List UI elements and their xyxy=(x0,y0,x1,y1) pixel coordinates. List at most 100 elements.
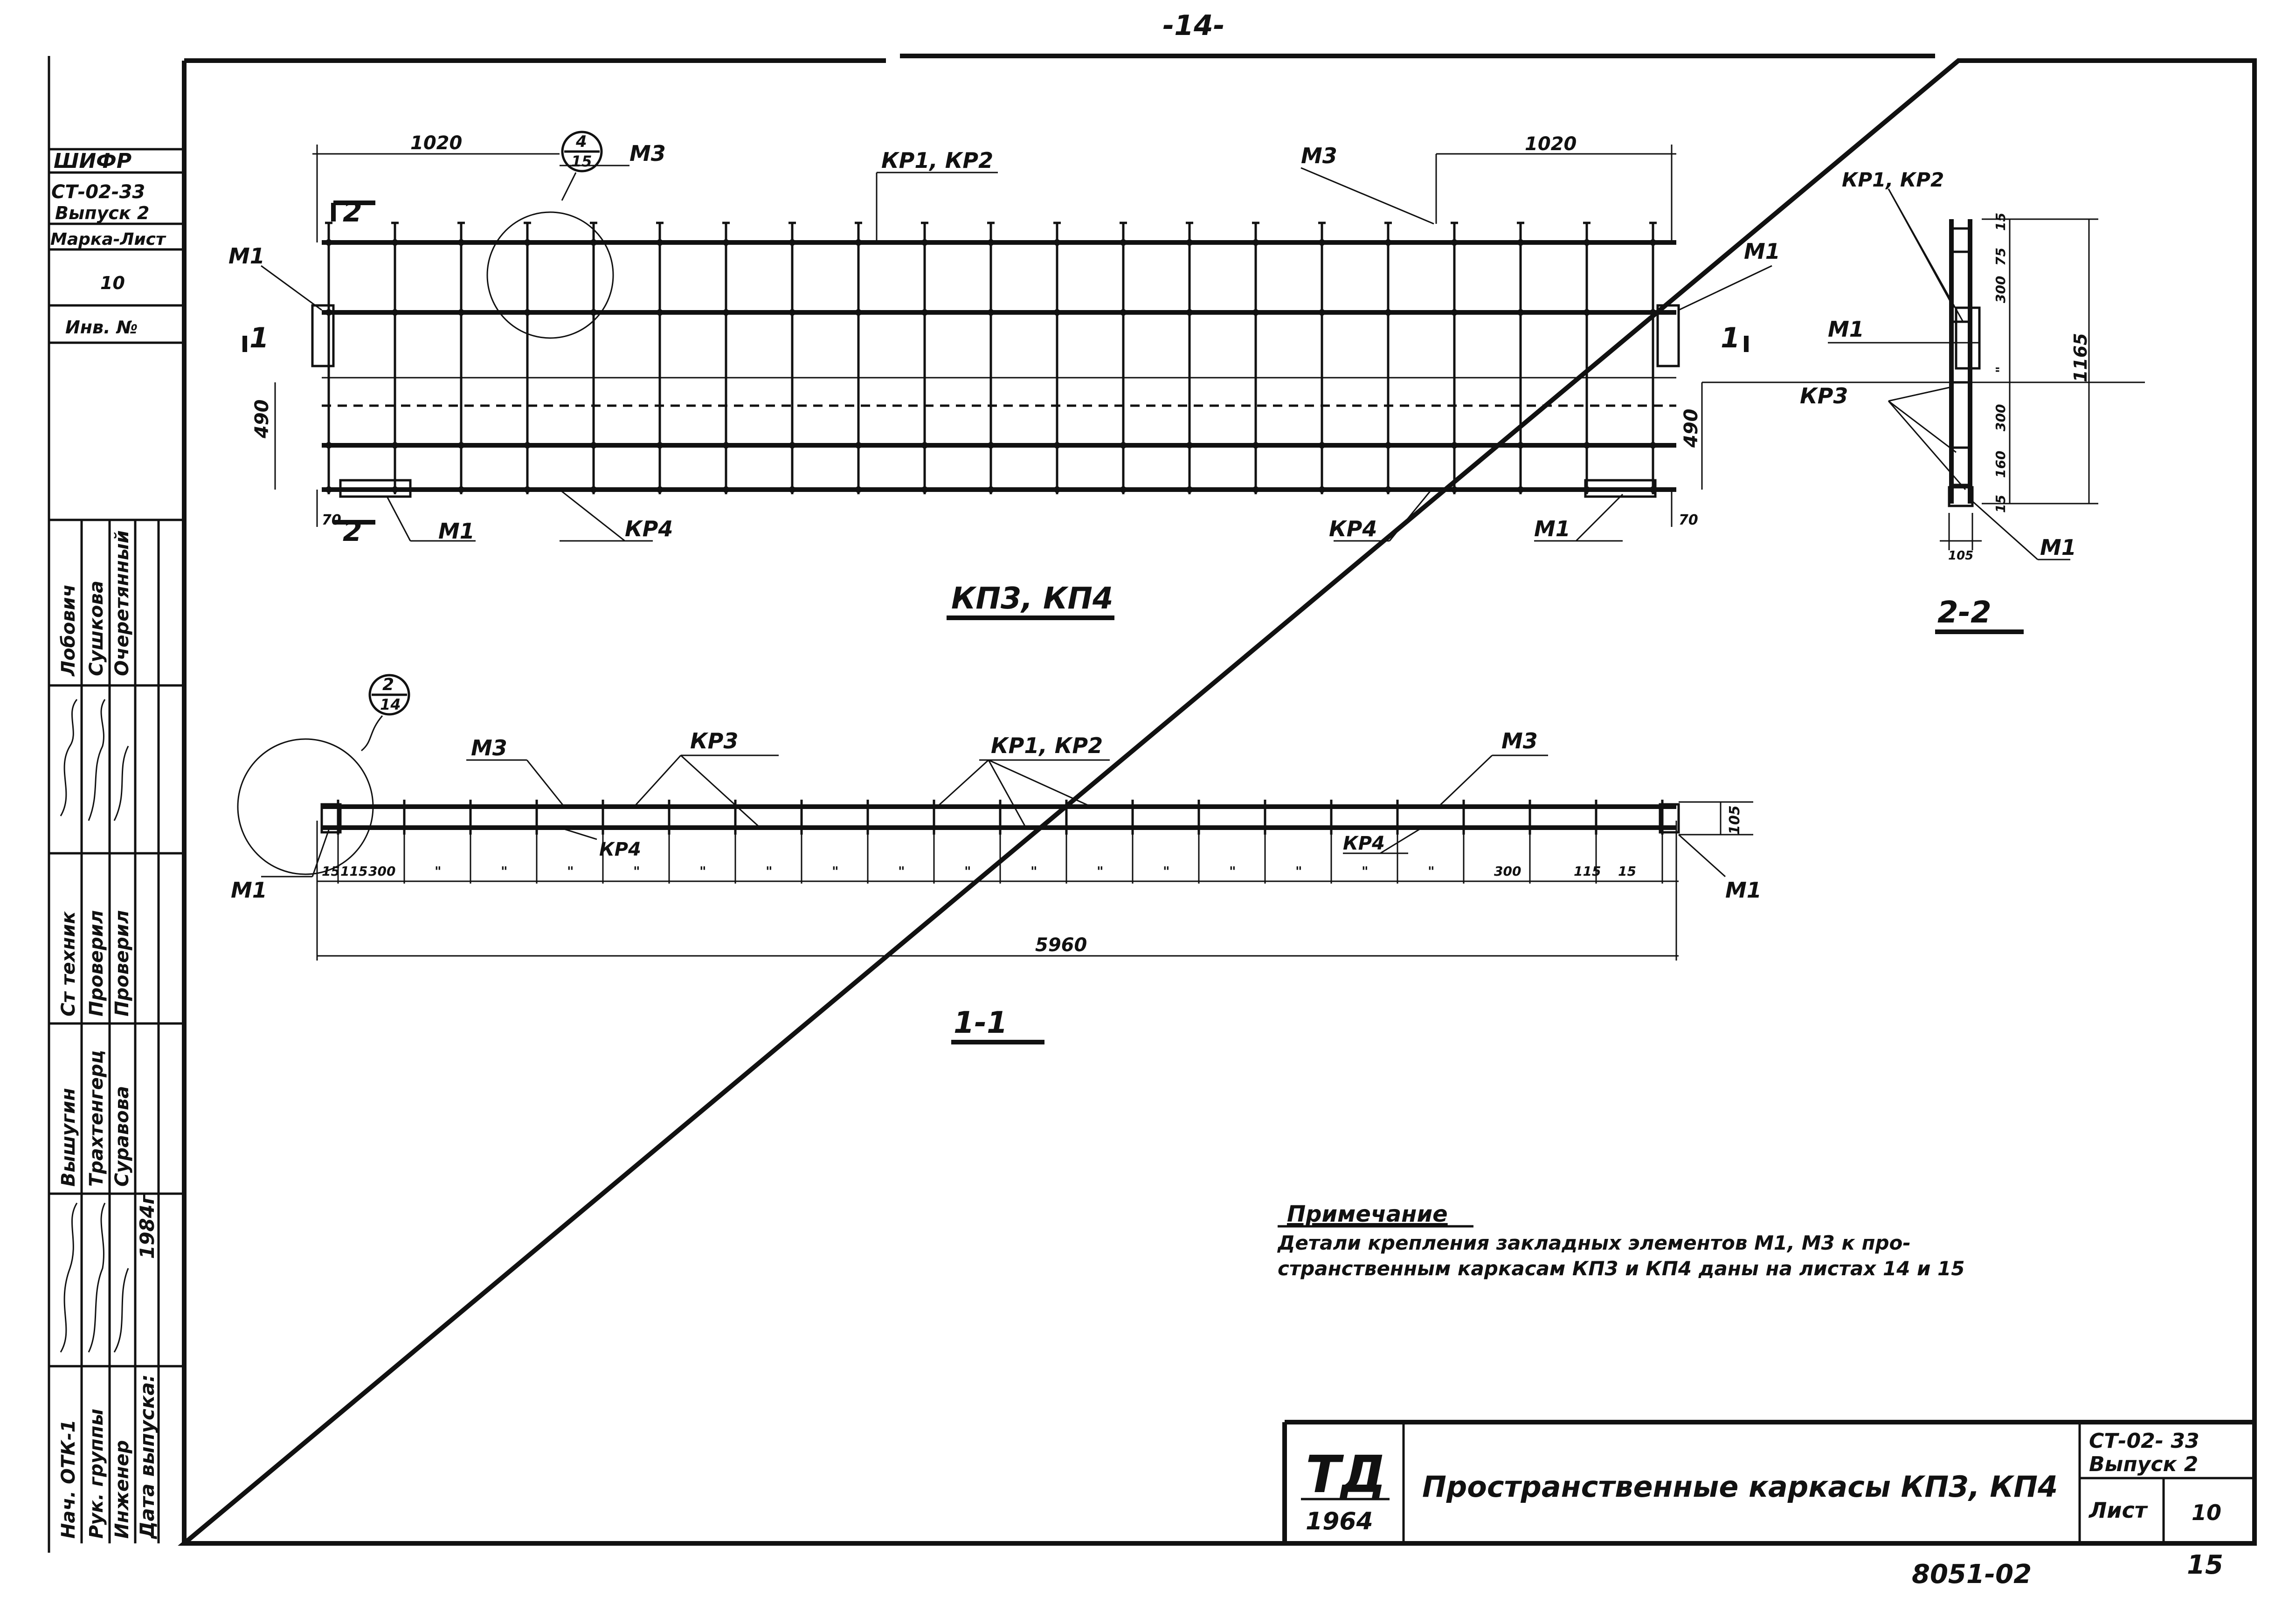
sec11-spacing-dim: 15 xyxy=(1618,864,1636,879)
plan-bar-dot xyxy=(1517,442,1524,449)
sec22-label-m1-bottom: М1 xyxy=(2040,535,2076,560)
plan-label-m1-bottom-right: М1 xyxy=(1534,516,1570,541)
sec22-title: 2-2 xyxy=(1937,595,1992,630)
signature-upper xyxy=(60,699,129,821)
plan-bar-dot xyxy=(524,239,531,246)
plan-bar-dot xyxy=(789,442,795,449)
plan-bar-dot xyxy=(1120,442,1127,449)
sec11-callout-bottom: 14 xyxy=(380,696,401,713)
title-block-code: СТ-02- 33 xyxy=(2089,1429,2199,1453)
plan-bar-dot xyxy=(1451,442,1458,449)
stamp-upper-role-1: Ст техник xyxy=(58,911,79,1016)
plan-bar-dot xyxy=(590,486,597,493)
plan-bar-dot xyxy=(657,309,663,316)
sec22-stack-dim: 300 xyxy=(1993,276,2008,303)
plan-dim-right-bottom: 70 xyxy=(1679,512,1698,528)
sec11-spacing-dim: 115 xyxy=(1574,864,1601,879)
plan-bar-dot xyxy=(1517,239,1524,246)
plan-bar-dot xyxy=(1186,442,1193,449)
plan-bar-dot xyxy=(590,239,597,246)
sec11-label-kr4-right: КР4 xyxy=(1343,833,1385,854)
plan-label-m1-bottom-left: М1 xyxy=(438,519,475,544)
stamp-inv-label: Инв. № xyxy=(65,317,138,338)
stamp-mark-label: Марка-Лист xyxy=(50,230,166,249)
stamp-code: СТ-02-33 xyxy=(51,181,145,203)
plan-label-m1-right: М1 xyxy=(1744,239,1780,264)
plan-bar-dot xyxy=(1650,442,1656,449)
plan-label-m1-left: М1 xyxy=(228,243,265,269)
stamp-upper-name-3: Очеретянный xyxy=(111,530,133,676)
sec11-dim-total: 5960 xyxy=(1035,934,1087,956)
plan-bar-dot xyxy=(1319,442,1325,449)
sec22-label-kr12: КР1, КР2 xyxy=(1842,168,1944,191)
plan-bar-dot xyxy=(1319,486,1325,493)
sec11-spacing-dim: " xyxy=(832,864,839,879)
plan-bar-dot xyxy=(1319,309,1325,316)
sec11-label-m1-right: М1 xyxy=(1725,878,1762,903)
plan-bar-dot xyxy=(458,442,464,449)
plan-bar-dot xyxy=(392,309,398,316)
plan-bar-dot xyxy=(1054,486,1060,493)
sec11-title: 1-1 xyxy=(954,1006,1008,1040)
sec22-dim-total: 1165 xyxy=(2070,333,2091,382)
sec11-label-m3-right: М3 xyxy=(1501,728,1538,754)
plan-bar-dot xyxy=(1252,309,1259,316)
sec11-label-kr4-left: КР4 xyxy=(599,839,641,860)
plan-bar-dot xyxy=(657,442,663,449)
plan-bar-dot xyxy=(921,309,928,316)
title-block-sheet-label: Лист xyxy=(2088,1498,2148,1523)
stamp-upper-role-2: Проверил xyxy=(86,910,107,1016)
plan-bar-dot xyxy=(590,309,597,316)
sec11-callout-top: 2 xyxy=(382,675,394,694)
plan-bar-dot xyxy=(325,239,332,246)
plan-bar-dot xyxy=(1451,239,1458,246)
section-1-1-view xyxy=(237,674,1753,1044)
plan-bar-dot xyxy=(855,239,862,246)
sec11-spacing-dim: " xyxy=(1362,864,1369,879)
plan-title: КП3, КП4 xyxy=(951,581,1113,616)
plan-bar-dot xyxy=(1120,486,1127,493)
sec11-spacing-dim: 300 xyxy=(368,864,395,879)
note-line-1: Детали крепления закладных элементов М1,… xyxy=(1277,1231,1911,1254)
sec11-label-kr12: КР1, КР2 xyxy=(991,733,1103,758)
plan-bar-dot xyxy=(988,486,994,493)
plan-bar-dot xyxy=(1650,309,1656,316)
stamp-issue-date-label: Дата выпуска: xyxy=(136,1374,159,1540)
plan-bar-dot xyxy=(1186,486,1193,493)
sec22-stack-dim: 75 xyxy=(1993,248,2008,266)
plan-bar-dot xyxy=(723,486,729,493)
plan-bar-dot xyxy=(988,239,994,246)
sec11-spacing-dim: " xyxy=(501,864,508,879)
title-block xyxy=(1282,1420,2255,1543)
plan-bar-dot xyxy=(392,239,398,246)
plan-dim-right-top: 1020 xyxy=(1525,133,1577,155)
plan-bar-dot xyxy=(458,239,464,246)
stamp-org: ШИФР xyxy=(54,149,131,173)
plan-bar-dot xyxy=(723,239,729,246)
plan-bar-dot xyxy=(590,442,597,449)
plan-bar-dot xyxy=(789,486,795,493)
plan-bar-dot xyxy=(1451,309,1458,316)
plan-label-m3-right: М3 xyxy=(1301,143,1337,168)
plan-dim-left-height: 490 xyxy=(251,400,273,439)
stamp-upper-name-1: Лобович xyxy=(58,584,79,677)
sec11-spacing-dim: 115 xyxy=(340,864,367,879)
sec11-spacing-dim: " xyxy=(567,864,574,879)
footer-number: 8051-02 xyxy=(1912,1559,2032,1590)
plan-label-kr12: КР1, КР2 xyxy=(881,148,993,173)
plan-bar-dot xyxy=(1186,239,1193,246)
section-2-2-view xyxy=(1828,188,2098,634)
sec11-spacing-dim: " xyxy=(1229,864,1236,879)
title-block-logo: ТД xyxy=(1306,1445,1386,1504)
footer-page: 15 xyxy=(2187,1550,2223,1580)
stamp-lower-name-1: Вышугин xyxy=(58,1088,79,1187)
note-line-2: странственным каркасам КП3 и КП4 даны на… xyxy=(1278,1257,1965,1280)
plan-label-m3-left: М3 xyxy=(629,141,666,166)
sec22-stack-dim: 300 xyxy=(1993,404,2008,431)
stamp-upper-name-2: Сушкова xyxy=(86,581,107,676)
title-block-year: 1964 xyxy=(1306,1507,1373,1535)
plan-bar-dot xyxy=(325,442,332,449)
plan-bar-dot xyxy=(855,486,862,493)
plan-bar-dot xyxy=(524,442,531,449)
